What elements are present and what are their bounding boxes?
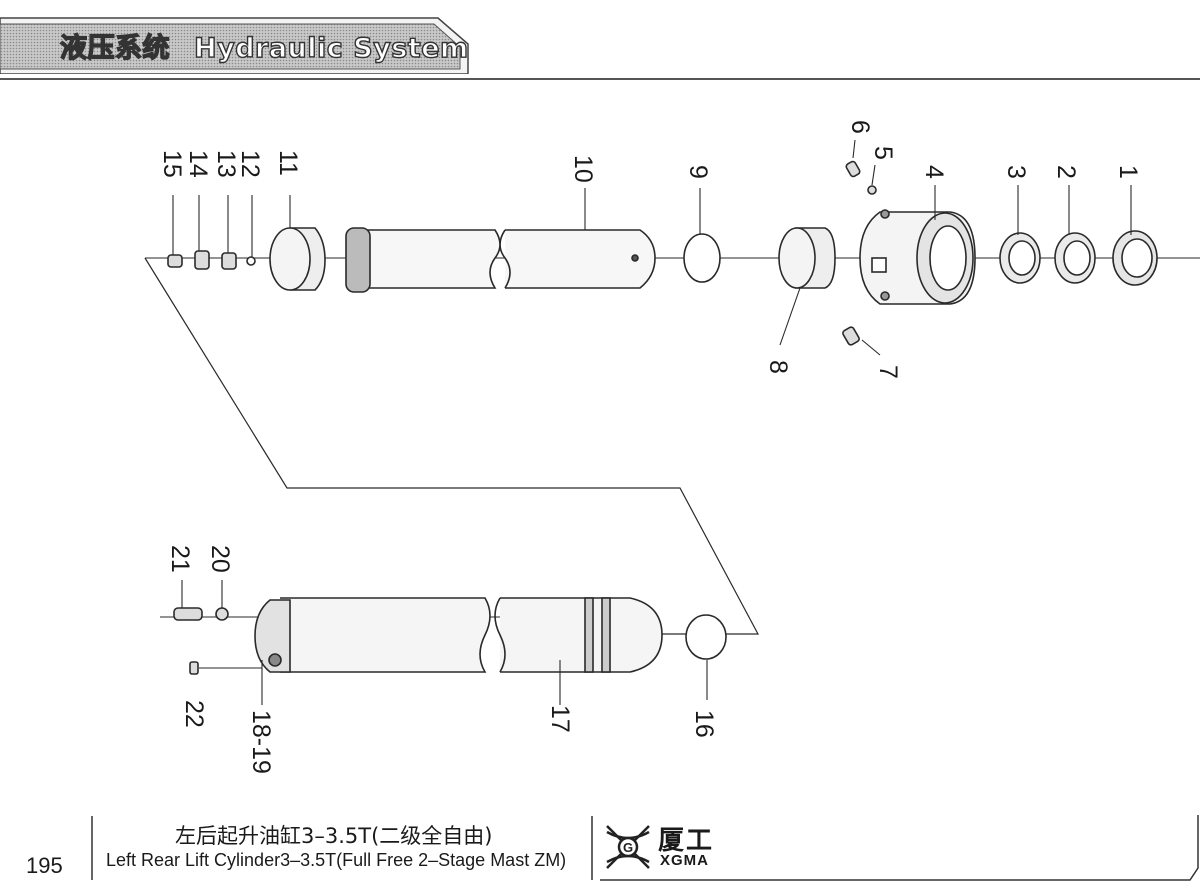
callout-1: 1 [1114,165,1142,179]
drawing-title-en: Left Rear Lift Cylinder3–3.5T(Full Free … [106,850,567,870]
callout-7: 7 [874,365,902,379]
xgma-logo: G [606,825,650,869]
part-15-plug [167,254,183,268]
callout-10: 10 [569,155,597,183]
part-5-washer [867,185,877,195]
callout-16: 16 [690,710,718,738]
part-6-plug [845,160,861,178]
callout-6: 6 [846,120,874,134]
brand-name-en: XGMA [660,852,709,869]
callout-14: 14 [184,150,212,178]
section-title-en: Hydraulic System [193,32,469,64]
section-title-cn: 液压系统 [59,32,170,64]
part-4-cylinder-head [859,209,976,305]
part-8-guide-ring [778,227,836,289]
callout-18-19: 18-19 [247,710,275,774]
callout-17: 17 [546,705,574,733]
callout-15: 15 [158,150,186,178]
part-10-piston-rod [345,227,656,293]
part-18-19-cylinder-base [254,599,291,673]
callout-21: 21 [166,545,194,573]
part-7-plug [842,326,860,346]
callout-13: 13 [212,150,240,178]
callout-5: 5 [869,146,897,160]
brand-name-cn: 厦工 [658,826,715,856]
callout-22: 22 [180,700,208,728]
svg-text:G: G [623,840,633,855]
callout-12: 12 [236,150,264,178]
callout-2: 2 [1052,165,1080,179]
part-2-ring [1054,232,1096,284]
part-1-nut [1112,230,1158,286]
part-13-bush [221,252,237,270]
header-rule [0,78,1200,80]
callout-8: 8 [764,360,792,374]
part-21-bleed-screw [173,607,203,621]
page-number: 195 [26,853,63,878]
callout-9: 9 [684,165,712,179]
part-16-seal [685,614,727,660]
part-17-cylinder-tube [280,597,663,673]
part-3-ring [999,232,1041,284]
header-tab-background [0,17,469,74]
part-11-piston [269,227,326,291]
drawing-title-cn: 左后起升油缸3–3.5T(二级全自由) [175,824,493,848]
callout-3: 3 [1002,165,1030,179]
part-9-seal [683,233,721,283]
section-title: 液压系统 Hydraulic System [59,26,469,65]
callout-20: 20 [206,545,234,573]
callout-11: 11 [274,150,302,176]
part-14-bush [194,250,210,270]
part-22-plug [189,661,199,675]
part-12-oring [246,256,256,266]
callout-4: 4 [920,165,948,179]
